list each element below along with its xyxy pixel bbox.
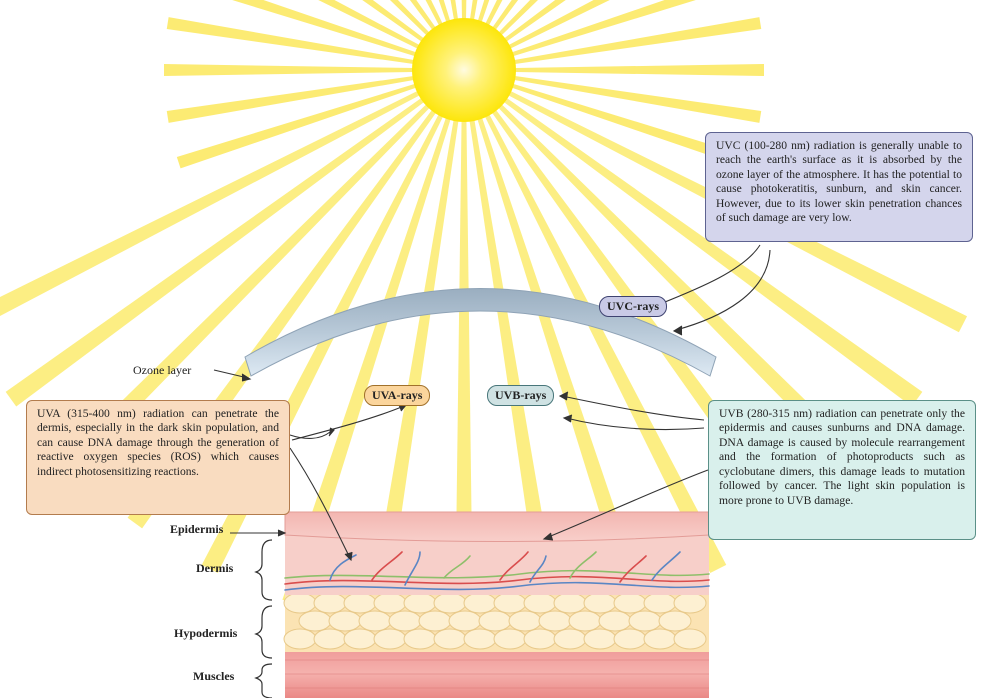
dermis-label: Dermis <box>196 561 233 576</box>
fat-cell <box>494 629 526 649</box>
fat-cell <box>329 611 361 631</box>
fat-cell <box>314 593 346 613</box>
fat-cell <box>554 629 586 649</box>
ozone-layer-label: Ozone layer <box>133 363 191 378</box>
fat-cell <box>599 611 631 631</box>
muscles-label: Muscles <box>193 669 234 684</box>
uvc-rays-label: UVC-rays <box>599 296 667 317</box>
fat-cell <box>674 629 706 649</box>
fat-cell <box>554 593 586 613</box>
fat-cells <box>284 593 706 649</box>
fat-cell <box>479 611 511 631</box>
uvb-rays-label: UVB-rays <box>487 385 554 406</box>
fat-cell <box>404 593 436 613</box>
fat-cell <box>449 611 481 631</box>
epidermis-label: Epidermis <box>170 522 223 537</box>
fat-cell <box>419 611 451 631</box>
fat-cell <box>314 629 346 649</box>
fat-cell <box>659 611 691 631</box>
fat-cell <box>569 611 601 631</box>
sun-icon <box>412 18 516 122</box>
fat-cell <box>494 593 526 613</box>
fat-cell <box>644 629 676 649</box>
fat-cell <box>674 593 706 613</box>
fat-cell <box>344 593 376 613</box>
uvb-annotation: UVB (280-315 nm) radiation can penetrate… <box>708 400 976 540</box>
uvc-annotation: UVC (100-280 nm) radiation is generally … <box>705 132 973 242</box>
fat-cell <box>524 593 556 613</box>
fat-cell <box>629 611 661 631</box>
fat-cell <box>434 593 466 613</box>
fat-cell <box>464 593 496 613</box>
fat-cell <box>584 629 616 649</box>
fat-cell <box>644 593 676 613</box>
fat-cell <box>374 629 406 649</box>
muscle-layer <box>285 648 709 698</box>
fat-cell <box>464 629 496 649</box>
fat-cell <box>434 629 466 649</box>
fat-cell <box>584 593 616 613</box>
fat-cell <box>404 629 436 649</box>
hypodermis-label: Hypodermis <box>174 626 237 641</box>
fat-cell <box>344 629 376 649</box>
fat-cell <box>389 611 421 631</box>
fat-cell <box>539 611 571 631</box>
uva-rays-label: UVA-rays <box>364 385 430 406</box>
fat-cell <box>284 593 316 613</box>
epidermis-layer <box>285 512 709 542</box>
fat-cell <box>614 593 646 613</box>
fat-cell <box>284 629 316 649</box>
fat-cell <box>359 611 391 631</box>
uva-annotation: UVA (315-400 nm) radiation can penetrate… <box>26 400 290 515</box>
fat-cell <box>509 611 541 631</box>
fat-cell <box>374 593 406 613</box>
fat-cell <box>614 629 646 649</box>
fat-cell <box>299 611 331 631</box>
fat-cell <box>524 629 556 649</box>
